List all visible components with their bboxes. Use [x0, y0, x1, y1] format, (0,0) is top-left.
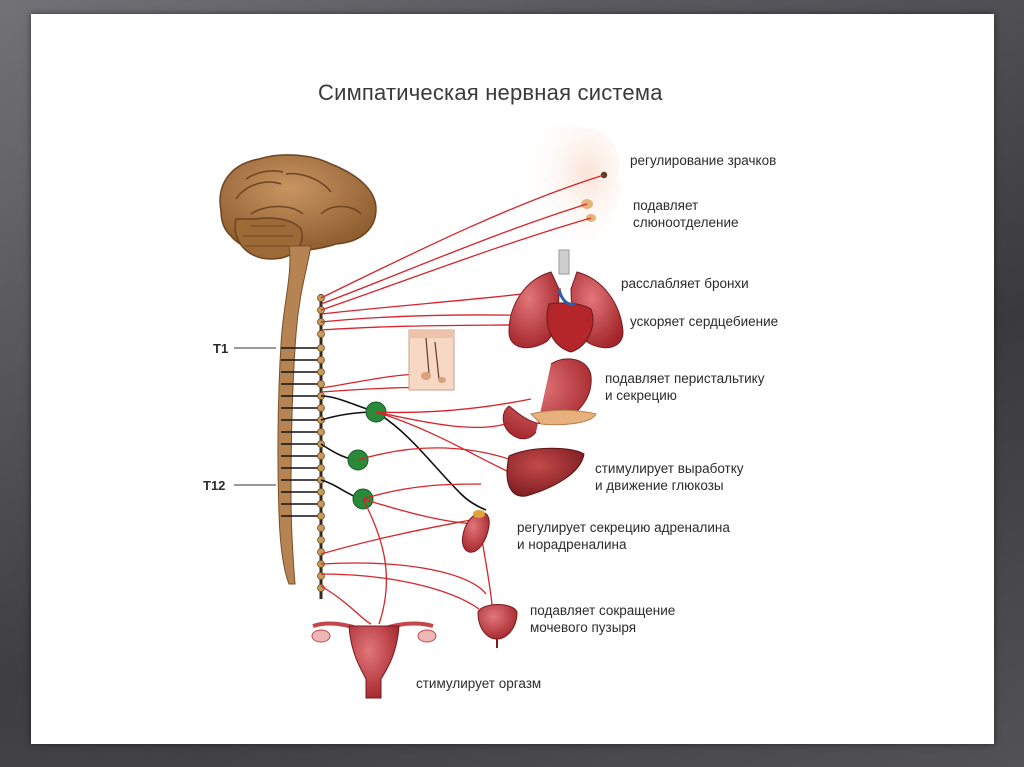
sympathetic-diagram [31, 14, 994, 744]
label-orgasm: стимулирует оргазм [416, 675, 541, 692]
label-bladder-line1: подавляет сокращение [530, 602, 675, 619]
liver-illustration [507, 448, 584, 496]
label-glucose-line1: стимулирует выработку [595, 460, 744, 477]
segment-label-t12: T12 [203, 478, 225, 493]
bladder-illustration [478, 605, 517, 649]
label-peristalsis-line2: и секрецию [605, 387, 677, 404]
label-glucose-line2: и движение глюкозы [595, 477, 724, 494]
label-saliva-line1: подавляет [633, 197, 698, 214]
kidney-illustration [462, 510, 489, 552]
stomach-illustration [503, 359, 596, 439]
prevertebral-ganglia [348, 402, 386, 509]
lungs-heart-illustration [509, 250, 623, 352]
label-saliva-line2: слюноотделение [633, 214, 739, 231]
face-illustration [531, 125, 625, 244]
label-bladder-line2: мочевого пузыря [530, 619, 636, 636]
label-pupils: регулирование зрачков [630, 152, 776, 169]
label-heart: ускоряет сердцебиение [630, 313, 778, 330]
skin-illustration [409, 330, 454, 390]
page-title: Симпатическая нервная система [318, 80, 663, 106]
brain-illustration [220, 155, 376, 584]
preganglionic-fibers [321, 396, 486, 510]
segment-label-t1: T1 [213, 341, 228, 356]
label-peristalsis-line1: подавляет перистальтику [605, 370, 765, 387]
slide: Симпатическая нервная система T1 T12 рег… [31, 14, 994, 744]
label-bronchi: расслабляет бронхи [621, 275, 749, 292]
label-adrenal-line2: и норадреналина [517, 536, 627, 553]
label-adrenal-line1: регулирует секрецию адреналина [517, 519, 730, 536]
